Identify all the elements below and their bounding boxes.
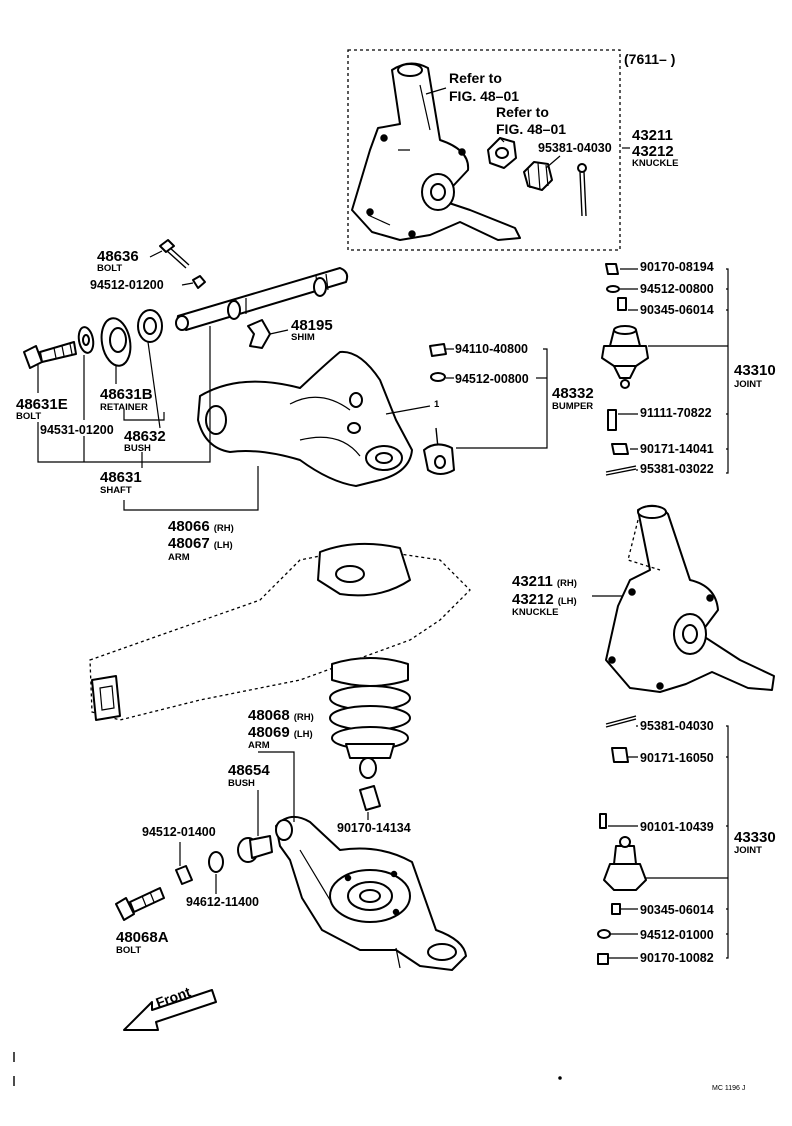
frame-and-spring (89, 542, 471, 759)
bumper-nut-label: 94110-40800 (455, 342, 528, 356)
lower-joint-icon (603, 836, 647, 891)
lower-joint-item-1: 95381-04030 (640, 719, 714, 733)
lower-joint-group: 95381-04030 90171-16050 90101-10439 9034… (597, 715, 776, 965)
bumper-washer-icon (430, 372, 446, 382)
lower-bolt-icon (115, 887, 165, 921)
lower-spacer-label: 94612-11400 (186, 895, 259, 909)
bolt-side-icon (23, 341, 77, 369)
bolt-side-number: 48631E (16, 396, 68, 413)
lower-arm-icon (275, 815, 467, 971)
arm-lh-number: 48067(LH) (168, 535, 233, 552)
upper-joint-caption: JOINT (734, 379, 762, 390)
lower-arm-rh: 48068(RH) (248, 707, 314, 724)
inset-knuckle-icon (351, 62, 521, 241)
lower-bolt-number: 48068A (116, 929, 169, 946)
margin-marks (13, 1052, 562, 1086)
upper-joint-item-4: 91111-70822 (640, 406, 712, 420)
retainer-icon (100, 317, 132, 367)
lower-joint-list: 95381-04030 90171-16050 90101-10439 9034… (640, 719, 714, 965)
shim-icon (247, 319, 271, 349)
inset-ref1-line2: FIG. 48–01 (449, 88, 519, 104)
bumper-washer-label: 94512-00800 (455, 372, 529, 386)
lower-bushing-label: 90170-14134 (337, 821, 411, 835)
lower-washer-icons (175, 851, 224, 885)
lower-arm-group: 48068(RH) 48069(LH) ARM 48654 BUSH 94512… (115, 707, 467, 971)
inset-knuckle-caption: KNUCKLE (632, 158, 678, 169)
retainer-number: 48631B (100, 386, 153, 403)
washer-top-label: 94512-01200 (90, 278, 164, 292)
inset-castle-nut-icon (523, 161, 553, 191)
arm-rh-number: 48066(RH) (168, 518, 234, 535)
upper-arm-group: 48636 BOLT 94512-01200 48195 SHIM 48631E… (16, 239, 594, 563)
inset-pin-label: 95381-04030 (538, 141, 612, 155)
bumper-icon (423, 427, 455, 475)
inset-cotter-pin-icon (577, 163, 587, 217)
washer-side-label: 94531-01200 (40, 423, 114, 437)
bolt-top-caption: BOLT (97, 263, 122, 274)
inset-knuckle-group: (7611– ) Refer to FIG. 48–01 (347, 49, 678, 251)
lower-arm-caption: ARM (248, 740, 270, 751)
knuckle-icon (605, 504, 775, 693)
inset-ref2-line1: Refer to (496, 104, 549, 120)
upper-joint-item-3: 90345-06014 (640, 303, 714, 317)
bolt-top-icon (159, 239, 206, 289)
upper-joint-small-icons (605, 263, 637, 476)
knuckle-rh: 43211(RH) (512, 573, 577, 590)
upper-arm-icon (197, 350, 413, 487)
inset-knuckle-rh: 43211 (632, 127, 673, 144)
lower-washer-label: 94512-01400 (142, 825, 216, 839)
retainer-caption: RETAINER (100, 402, 148, 413)
lower-bush-caption: BUSH (228, 778, 255, 789)
inset-border (347, 49, 621, 251)
shim-caption: SHIM (291, 332, 315, 343)
bumper-number: 48332 (552, 385, 594, 402)
inset-nut-icon (487, 137, 517, 169)
lower-joint-number: 43330 (734, 829, 776, 846)
upper-joint-icon (601, 325, 649, 389)
lower-joint-item-6: 90170-10082 (640, 951, 714, 965)
knuckle-caption: KNUCKLE (512, 607, 558, 618)
bumper-caption: BUMPER (552, 401, 593, 412)
upper-joint-item-5: 90171-14041 (640, 442, 714, 456)
date-range: (7611– ) (624, 51, 675, 67)
lower-joint-item-4: 90345-06014 (640, 903, 714, 917)
bush-icon (137, 309, 163, 343)
inset-ref2-line2: FIG. 48–01 (496, 121, 566, 137)
upper-joint-group: 90170-08194 94512-00800 90345-06014 9111… (601, 260, 776, 476)
arm-caption: ARM (168, 552, 190, 563)
drawing-code: MC 1196 J (712, 1085, 745, 1092)
lower-joint-caption: JOINT (734, 845, 762, 856)
upper-joint-item-1: 90170-08194 (640, 260, 714, 274)
inset-ref1-line1: Refer to (449, 70, 502, 86)
upper-joint-item-2: 94512-00800 (640, 282, 714, 296)
lower-arm-lh: 48069(LH) (248, 724, 313, 741)
lower-joint-item-2: 90171-16050 (640, 751, 714, 765)
shaft-caption: SHAFT (100, 485, 132, 496)
shim-number: 48195 (291, 317, 333, 334)
bush-caption: BUSH (124, 443, 151, 454)
lower-bush-icon (237, 757, 381, 863)
bumper-nut-icon (429, 343, 447, 357)
knuckle-group: 43211(RH) 43212(LH) KNUCKLE (512, 504, 775, 693)
bush-number: 48632 (124, 428, 166, 445)
bolt-top-number: 48636 (97, 248, 139, 265)
lower-joint-small-icons (597, 715, 637, 965)
bolt-side-caption: BOLT (16, 411, 41, 422)
shaft-icon (175, 267, 349, 331)
front-arrow: Front (123, 983, 217, 1031)
upper-joint-list: 90170-08194 94512-00800 90345-06014 9111… (640, 260, 714, 476)
lower-bolt-caption: BOLT (116, 945, 141, 956)
upper-joint-item-6: 95381-03022 (640, 462, 714, 476)
upper-joint-number: 43310 (734, 362, 776, 379)
shaft-number: 48631 (100, 469, 142, 486)
washer-side-icon (77, 326, 95, 354)
lower-joint-item-3: 90101-10439 (640, 820, 714, 834)
lower-joint-item-5: 94512-01000 (640, 928, 714, 942)
lower-bush-number: 48654 (228, 762, 270, 779)
inset-knuckle-lh: 43212 (632, 143, 674, 160)
knuckle-lh: 43212(LH) (512, 591, 577, 608)
callout-1: 1 (434, 399, 440, 410)
